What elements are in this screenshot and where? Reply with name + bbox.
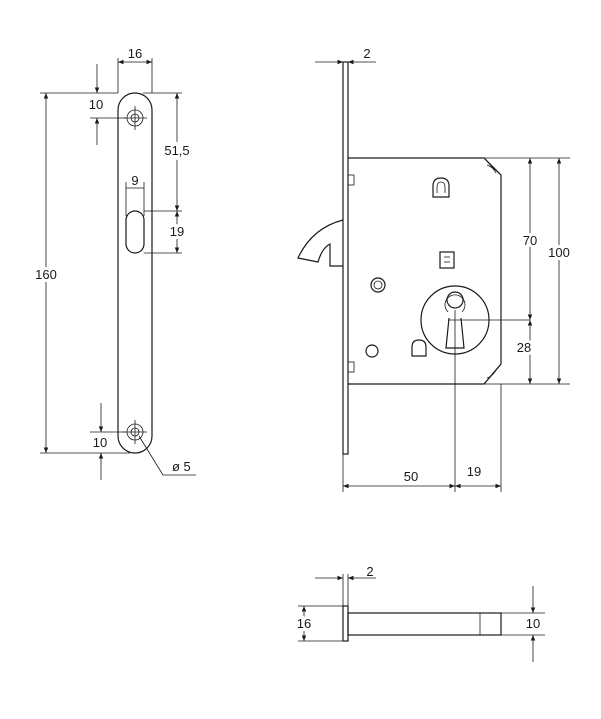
bottom-screw-hole — [123, 420, 147, 444]
leader-hole-diameter: ø 5 — [138, 435, 196, 476]
top-screw-hole — [123, 106, 147, 130]
dim-bottom-offset: 10 — [90, 403, 127, 480]
lock-case — [348, 157, 502, 385]
dim-text-slot-width: 9 — [131, 173, 138, 188]
dim-text-bolt-height: 10 — [526, 616, 540, 631]
lock-body-side-view — [297, 61, 530, 455]
dim-text-backset: 50 — [404, 469, 418, 484]
latch-d-top — [432, 177, 450, 198]
dim-key-to-back: 19 — [455, 384, 502, 492]
dim-slot-width: 9 — [125, 173, 145, 216]
dim-text-top-offset: 10 — [89, 97, 103, 112]
dim-text-case-height: 100 — [548, 245, 570, 260]
dim-case-height: 100 — [545, 158, 573, 384]
dim-plate-width: 16 — [117, 46, 153, 93]
dim-text-overall-height: 160 — [35, 267, 57, 282]
bolt-slot — [125, 210, 145, 254]
dim-text-case-height-upper: 70 — [523, 233, 537, 248]
faceplate-outline — [117, 92, 153, 454]
dim-text-faceplate-thickness: 2 — [363, 46, 370, 61]
bottom-case — [347, 612, 502, 636]
dim-text-key-to-back: 19 — [467, 464, 481, 479]
spring-hole — [370, 277, 386, 293]
dim-key-to-bottom: 28 — [484, 320, 570, 385]
side-faceplate — [342, 61, 349, 455]
dim-slot-height: 19 — [144, 211, 187, 254]
latch-d-bottom — [411, 339, 427, 357]
dim-text-key-to-bottom: 28 — [517, 340, 531, 355]
dim-text-bottom-thickness: 2 — [366, 564, 373, 579]
faceplate-front-view — [117, 92, 153, 454]
dim-bottom-thickness: 2 — [315, 564, 376, 606]
dim-backset: 50 — [342, 444, 456, 492]
dim-text-plate-width: 16 — [128, 46, 142, 61]
small-square — [439, 251, 455, 269]
dim-text-hole-diameter: ø 5 — [172, 459, 191, 474]
bottom-faceplate — [342, 605, 349, 642]
dim-faceplate-thickness: 2 — [315, 46, 376, 65]
lock-bottom-view — [342, 605, 502, 642]
dim-case-height-upper: 70 — [484, 157, 570, 320]
dim-bottom-height: 16 — [294, 605, 343, 642]
dim-top-offset: 10 — [89, 64, 127, 145]
dim-text-slot-height: 19 — [170, 224, 184, 239]
dim-text-bottom-offset: 10 — [93, 435, 107, 450]
dim-bolt-height: 10 — [501, 586, 545, 662]
small-hole — [365, 344, 379, 358]
hook-bolt — [297, 219, 344, 267]
dim-hole-pitch: 51,5 — [143, 92, 193, 212]
dim-text-hole-pitch: 51,5 — [164, 143, 189, 158]
dim-overall-height: 160 — [32, 92, 130, 454]
dim-text-bottom-height: 16 — [297, 616, 311, 631]
